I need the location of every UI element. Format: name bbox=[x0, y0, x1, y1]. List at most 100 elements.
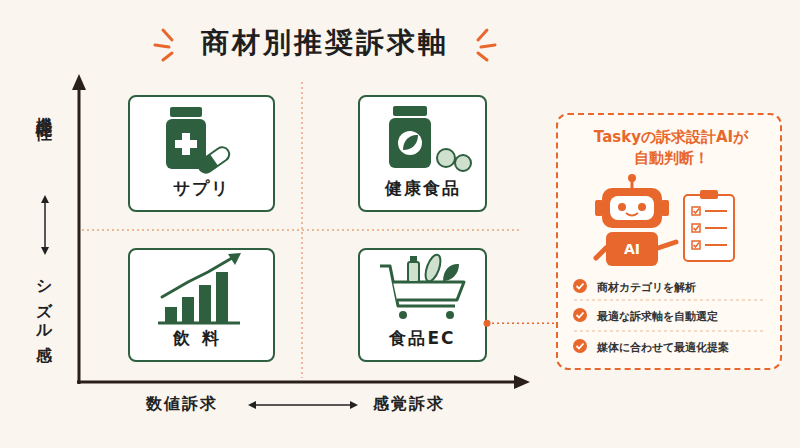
title-decoration-part bbox=[478, 53, 487, 60]
robot-illustration-part bbox=[658, 242, 676, 248]
connector-dot bbox=[484, 320, 491, 327]
health-food-icon-part bbox=[389, 118, 431, 168]
supplement-icon bbox=[166, 107, 232, 175]
quadrant-divider-part bbox=[301, 82, 303, 378]
axis-label: シズル感 bbox=[32, 268, 54, 338]
title-decoration-part bbox=[478, 30, 487, 40]
category-name: 健康食品 bbox=[360, 177, 485, 200]
axis-part bbox=[77, 381, 516, 384]
axis-direction-arrow-part bbox=[350, 401, 358, 409]
axis-label: 機能性 bbox=[32, 104, 54, 116]
clipboard-illustration bbox=[684, 190, 734, 261]
callout-separator-part bbox=[574, 331, 765, 332]
title-decoration-part bbox=[163, 30, 172, 40]
axis-direction-arrow bbox=[41, 195, 358, 409]
quadrant-divider-part bbox=[82, 229, 522, 231]
axis-part bbox=[72, 74, 86, 90]
health-food-icon-part bbox=[403, 135, 418, 150]
shopping-cart-icon-part bbox=[443, 264, 459, 281]
axis-direction-arrow-part bbox=[254, 404, 352, 406]
category-box: 食品EC bbox=[358, 248, 487, 362]
shopping-cart-icon-part bbox=[393, 282, 464, 300]
axis-direction-arrow-part bbox=[41, 247, 49, 255]
category-name: 飲料 bbox=[130, 327, 273, 350]
growth-chart-icon bbox=[158, 253, 241, 323]
robot-illustration-part bbox=[638, 203, 646, 211]
supplement-icon-part-part bbox=[196, 145, 232, 176]
leader-connector bbox=[487, 322, 556, 324]
health-food-icon-part bbox=[393, 106, 427, 116]
health-food-icon-part bbox=[455, 155, 471, 171]
shopping-cart-icon-part bbox=[410, 256, 417, 262]
growth-chart-icon-part bbox=[228, 253, 241, 265]
axis-label: 感覚訴求 bbox=[373, 394, 445, 414]
clipboard-illustration-part bbox=[694, 226, 700, 231]
robot-illustration-part bbox=[595, 200, 603, 216]
clipboard-illustration-part bbox=[705, 227, 727, 229]
check-icon-part bbox=[573, 308, 587, 322]
clipboard-illustration-part bbox=[692, 224, 700, 232]
robot-illustration-part bbox=[631, 180, 634, 189]
feature-item: 媒体に合わせて最適化提案 bbox=[597, 341, 777, 355]
quadrant-divider bbox=[82, 82, 522, 378]
category-name: サプリ bbox=[130, 177, 273, 200]
callout-separator-part bbox=[574, 300, 765, 301]
growth-chart-icon-part bbox=[162, 258, 232, 297]
robot-illustration bbox=[595, 174, 676, 266]
check-icon-part bbox=[577, 284, 584, 289]
title-decoration-part bbox=[163, 53, 172, 60]
supplement-icon-part bbox=[166, 119, 206, 169]
robot-illustration-part bbox=[626, 213, 638, 216]
shopping-cart-icon bbox=[380, 253, 464, 319]
clipboard-illustration-part bbox=[694, 209, 700, 214]
diagram-title: 商材別推奨訴求軸 bbox=[150, 24, 500, 62]
axis-part bbox=[514, 375, 530, 389]
supplement-icon-part bbox=[196, 145, 232, 176]
check-icon-part bbox=[577, 344, 584, 349]
robot-illustration-part bbox=[618, 203, 626, 211]
shopping-cart-icon-part bbox=[423, 253, 444, 283]
axis-direction-arrow-part bbox=[44, 200, 46, 250]
axis-direction-arrow-part bbox=[41, 195, 49, 203]
growth-chart-icon-part bbox=[158, 322, 240, 325]
category-box: 飲料 bbox=[128, 248, 275, 362]
feature-item: 商材カテゴリを解析 bbox=[597, 281, 777, 295]
supplement-icon-part-part bbox=[196, 154, 218, 175]
robot-illustration-part bbox=[610, 196, 654, 220]
title-decoration-part bbox=[481, 45, 495, 47]
clipboard-illustration-part bbox=[692, 241, 700, 249]
callout-box: Taskyの訴求設計AIが 自動判断！商材カテゴリを解析最適な訴求軸を自動選定媒… bbox=[556, 113, 782, 370]
health-food-icon-part bbox=[398, 131, 422, 155]
axis-part bbox=[78, 88, 81, 384]
category-box: 健康食品 bbox=[358, 95, 487, 212]
shopping-cart-icon-part bbox=[446, 311, 454, 319]
check-icon-part bbox=[577, 313, 584, 318]
supplement-icon-part bbox=[175, 140, 197, 148]
robot-illustration-part bbox=[606, 232, 658, 266]
growth-chart-icon-part bbox=[216, 272, 228, 322]
robot-label: AI bbox=[612, 241, 652, 259]
clipboard-illustration-part bbox=[694, 243, 700, 248]
robot-illustration-part bbox=[596, 248, 606, 258]
robot-illustration-part bbox=[661, 200, 669, 216]
clipboard-illustration-part bbox=[705, 244, 727, 246]
callout-separator bbox=[574, 300, 765, 331]
growth-chart-icon-part bbox=[199, 285, 211, 322]
shopping-cart-icon-part bbox=[408, 262, 419, 282]
clipboard-illustration-part bbox=[692, 207, 700, 215]
robot-illustration-part bbox=[628, 174, 636, 182]
clipboard-illustration-part bbox=[700, 190, 718, 199]
robot-illustration-part bbox=[602, 188, 662, 228]
axis bbox=[72, 74, 530, 389]
health-food-icon bbox=[389, 106, 471, 171]
category-name: 食品EC bbox=[360, 327, 485, 350]
health-food-icon-part bbox=[437, 149, 455, 167]
shopping-cart-icon-part bbox=[380, 266, 455, 306]
check-icon bbox=[573, 279, 587, 353]
growth-chart-icon-part bbox=[182, 297, 194, 322]
check-icon-part bbox=[573, 279, 587, 293]
